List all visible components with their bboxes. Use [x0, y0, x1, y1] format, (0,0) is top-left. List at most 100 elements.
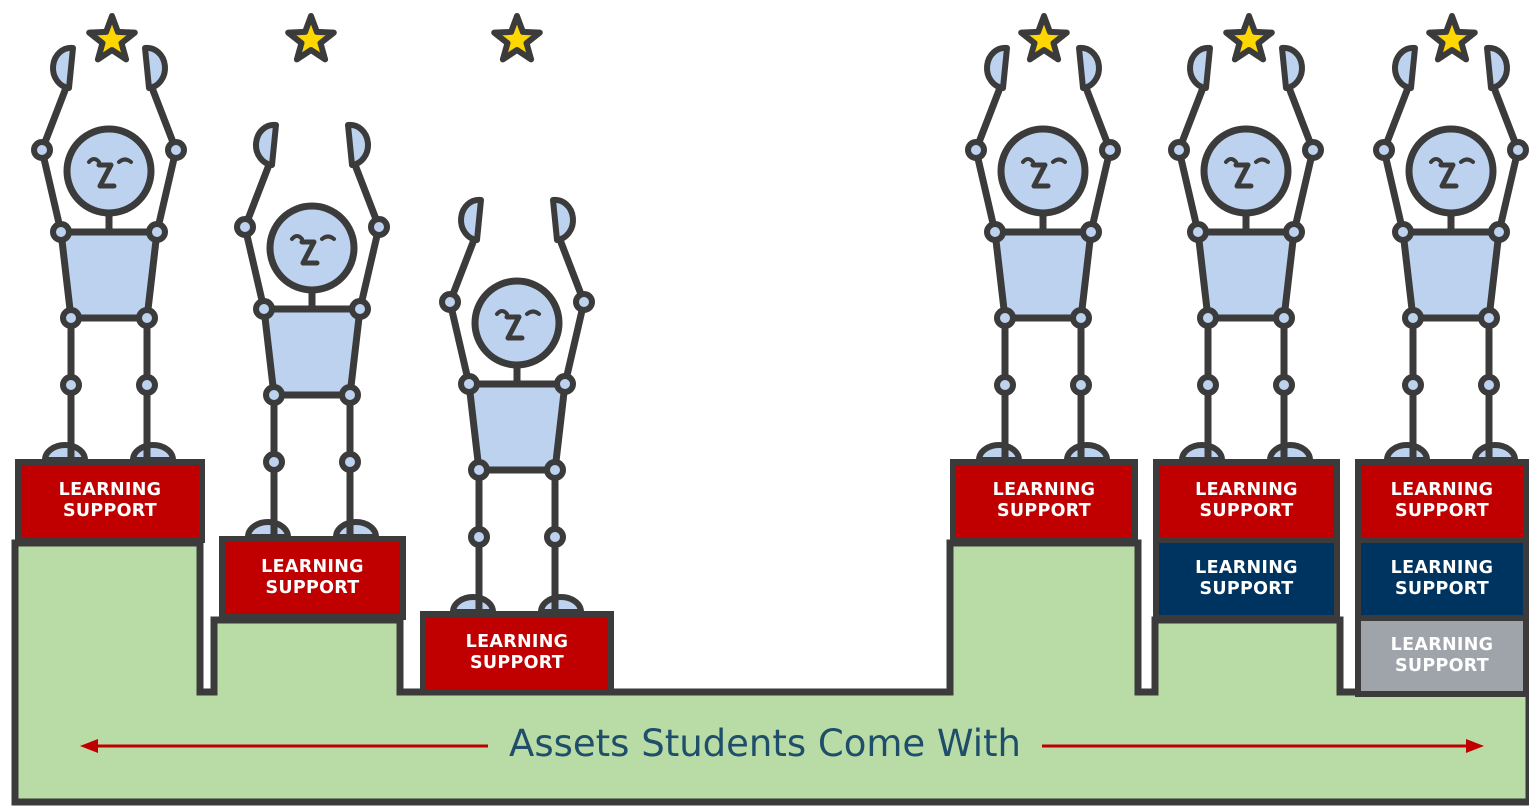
foot-right — [1266, 442, 1314, 463]
foot-right — [129, 442, 177, 463]
joint — [1402, 374, 1424, 396]
star-icon — [1426, 13, 1478, 63]
joint — [984, 221, 1006, 243]
block-label-line2: SUPPORT — [469, 653, 565, 673]
eye-left — [495, 309, 509, 316]
block-label-line1: LEARNING — [992, 480, 1096, 500]
nose-mouth — [96, 162, 117, 189]
joint — [253, 298, 275, 320]
torso — [260, 305, 364, 399]
eye-right — [320, 234, 336, 241]
joint — [1373, 139, 1395, 161]
hand-right — [1279, 44, 1305, 91]
eye-right — [117, 157, 133, 164]
torso — [465, 380, 569, 474]
student-figure-icon — [31, 44, 187, 463]
joint — [1273, 307, 1295, 329]
foot-left — [1383, 442, 1431, 463]
joint — [1302, 139, 1324, 161]
nose-mouth — [504, 314, 525, 341]
block-label-line2: SUPPORT — [1394, 656, 1490, 676]
star-icon — [491, 13, 543, 63]
joint — [994, 307, 1016, 329]
joint — [234, 216, 256, 238]
joint — [339, 384, 361, 406]
joint — [544, 526, 566, 548]
student-figure-icon — [1168, 44, 1324, 463]
foot-left — [41, 442, 89, 463]
joint — [368, 216, 390, 238]
eye-left — [1429, 157, 1443, 164]
eye-left — [87, 157, 101, 164]
stars — [86, 13, 1478, 63]
joint — [1273, 374, 1295, 396]
hand-left — [253, 121, 279, 168]
joint — [1070, 307, 1092, 329]
eye-right — [1051, 157, 1067, 164]
joint — [1099, 139, 1121, 161]
joint — [1507, 139, 1529, 161]
hand-left — [50, 44, 76, 91]
eye-left — [1021, 157, 1035, 164]
block-label-line2: SUPPORT — [265, 578, 360, 598]
joint — [60, 374, 82, 396]
joint — [1080, 221, 1102, 243]
torso — [1399, 228, 1503, 322]
joint — [439, 291, 461, 313]
foot-right — [1471, 442, 1519, 463]
eye-left — [290, 234, 304, 241]
joint — [1187, 221, 1209, 243]
joint — [965, 139, 987, 161]
star-icon — [1018, 13, 1070, 63]
hand-left — [458, 196, 484, 243]
joint — [554, 373, 576, 395]
joint — [468, 459, 490, 481]
joint — [544, 459, 566, 481]
joint — [165, 139, 187, 161]
student-figure-icon — [439, 196, 595, 615]
eye-right — [525, 309, 541, 316]
joint — [1392, 221, 1414, 243]
hand-right — [1484, 44, 1510, 91]
joint — [136, 374, 158, 396]
joint — [1488, 221, 1510, 243]
block-label-line2: SUPPORT — [1394, 579, 1490, 599]
student-figure-icon — [1373, 44, 1529, 463]
block-label-line2: SUPPORT — [996, 501, 1092, 521]
joint — [1070, 374, 1092, 396]
joint — [994, 374, 1016, 396]
block-label-line1: LEARNING — [58, 480, 162, 500]
joint — [349, 298, 371, 320]
joint — [1478, 307, 1500, 329]
arrow-right-head — [1466, 739, 1484, 753]
hand-right — [1076, 44, 1102, 91]
nose-mouth — [299, 239, 320, 266]
joint — [339, 451, 361, 473]
joint — [263, 384, 285, 406]
joint — [50, 221, 72, 243]
nose-mouth — [1438, 162, 1459, 189]
torso — [57, 228, 161, 322]
joint — [1478, 374, 1500, 396]
block-label-line1: LEARNING — [1390, 558, 1494, 578]
block-label-line1: LEARNING — [465, 632, 569, 652]
nose-mouth — [1233, 162, 1254, 189]
hand-left — [984, 44, 1010, 91]
joint — [573, 291, 595, 313]
student-figure-icon — [234, 121, 390, 540]
block-label-line2: SUPPORT — [1199, 579, 1294, 599]
block-label-line2: SUPPORT — [62, 501, 158, 521]
joint — [1168, 139, 1190, 161]
nose-mouth — [1030, 162, 1051, 189]
hand-right — [142, 44, 168, 91]
joint — [263, 451, 285, 473]
block-label-line1: LEARNING — [1390, 480, 1494, 500]
hand-left — [1187, 44, 1213, 91]
